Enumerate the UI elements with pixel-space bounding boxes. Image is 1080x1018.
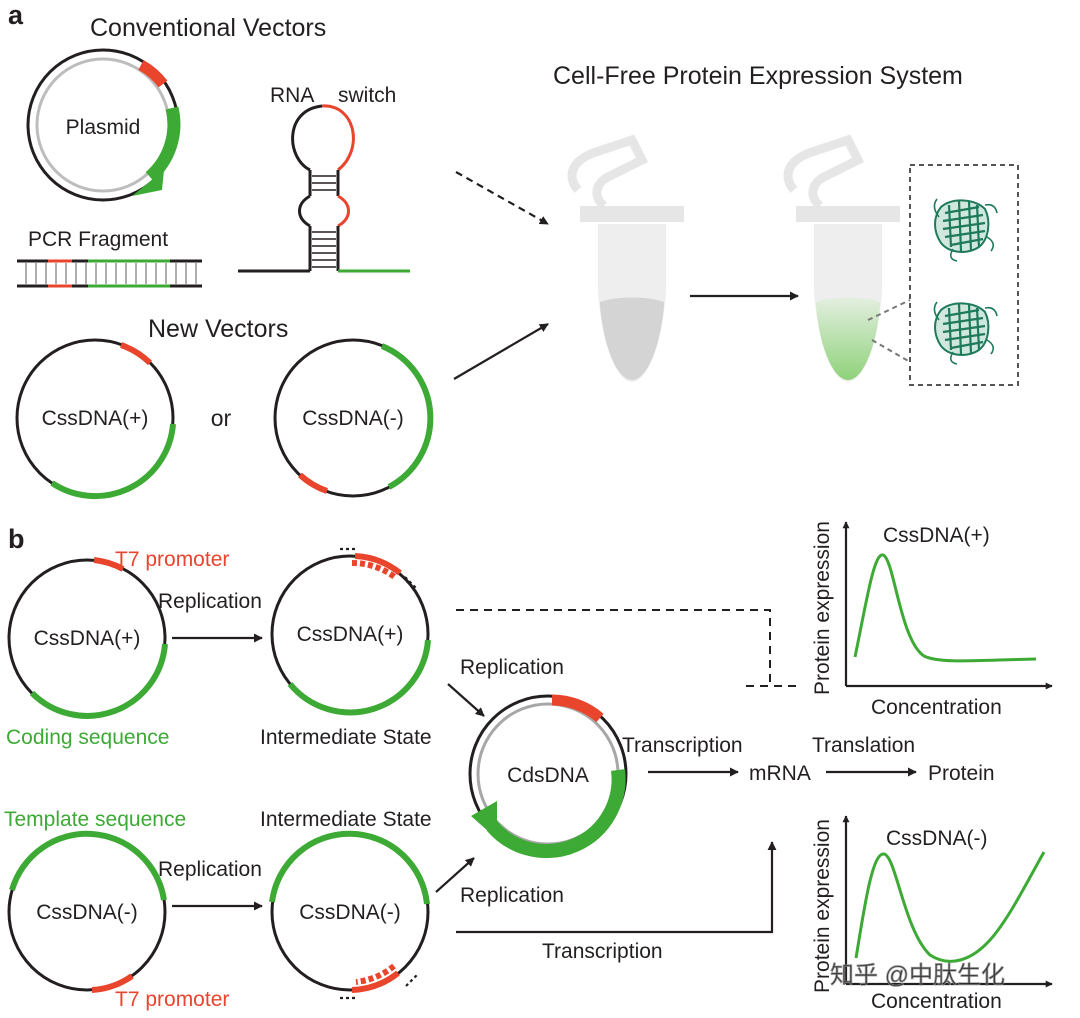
pcr-fragment-diagram [17, 259, 202, 288]
protein-label: Protein [928, 762, 995, 785]
cfps-title: Cell-Free Protein Expression System [553, 62, 963, 90]
protein-structure-top [933, 197, 999, 263]
dashed-connector-to-chart [456, 609, 798, 687]
rna-label: RNA [270, 84, 314, 107]
new-vectors-input-arrow [453, 323, 549, 380]
cssdna-minus-circle-1: CssDNA(-) [7, 830, 167, 993]
new-vectors-title: New Vectors [148, 315, 288, 343]
replication-bottom-left-label: Replication [158, 858, 262, 881]
chart-2-curve [854, 851, 1046, 963]
protein-zoom-box [909, 164, 1019, 386]
tube-empty [567, 134, 684, 382]
coding-sequence-label: Coding sequence [6, 726, 169, 749]
chart-1-curve [853, 553, 1037, 663]
watermark: 知乎 @中肽生化 [830, 962, 1005, 989]
cssdna-minus-vector: CssDNA(-) [273, 338, 434, 498]
or-label: or [211, 405, 232, 431]
chart-1-title: CssDNA(+) [883, 524, 990, 547]
chart-2-ylabel: Protein expression [811, 819, 834, 993]
cssdna-plus-1-label: CssDNA(+) [34, 627, 141, 650]
cssdna-minus-2-label: CssDNA(-) [299, 901, 400, 924]
dashed-input-arrow [455, 171, 549, 225]
replication-mid-bottom-label: Replication [460, 884, 564, 907]
panel-b-label: b [8, 524, 25, 554]
plasmid-diagram: Plasmid [26, 48, 181, 202]
cssdna-minus-circle-2: CssDNA(-) [269, 830, 430, 1000]
zoom-line-bottom [871, 339, 911, 363]
cssdna-plus-2-label: CssDNA(+) [297, 623, 404, 646]
t7-promoter-top-label: T7 promoter [115, 548, 229, 571]
chart-cssdna-plus: CssDNA(+) Concentration Protein expressi… [811, 521, 1053, 719]
cssdna-plus-vector: CssDNA(+) [15, 338, 176, 499]
panel-a-label: a [8, 0, 24, 30]
template-sequence-label: Template sequence [4, 808, 186, 831]
cdsdna-circle: CdsDNA [468, 694, 628, 859]
cssdna-plus-circle-2: CssDNA(+) [270, 547, 431, 716]
chart-2-xlabel: Concentration [871, 990, 1002, 1013]
transcription-bottom-label: Transcription [542, 940, 663, 963]
replication-mid-bottom-arrow [435, 857, 475, 893]
cssdna-plus-circle-1: CssDNA(+) [7, 557, 168, 719]
intermediate-state-top-label: Intermediate State [260, 726, 432, 749]
transcription-bottom-arrow [456, 841, 777, 934]
replication-mid-top-label: Replication [460, 656, 564, 679]
chart-cssdna-minus: CssDNA(-) Concentration Protein expressi… [811, 815, 1053, 1013]
cdsdna-label: CdsDNA [507, 764, 589, 787]
replication-top-label: Replication [158, 590, 262, 613]
zoom-line-top [867, 299, 911, 321]
cssdna-minus-1-label: CssDNA(-) [36, 901, 137, 924]
plasmid-label: Plasmid [66, 116, 141, 139]
switch-label: switch [338, 84, 396, 107]
translation-label: Translation [812, 734, 915, 757]
chart-2-title: CssDNA(-) [886, 827, 987, 850]
cssdna-plus-label: CssDNA(+) [42, 407, 149, 430]
transcription-mid-label: Transcription [622, 734, 743, 757]
cssdna-minus-label: CssDNA(-) [302, 407, 403, 430]
tube-expressed [783, 134, 900, 382]
pcr-fragment-label: PCR Fragment [28, 228, 168, 251]
protein-structure-bottom [933, 300, 999, 366]
mrna-label: mRNA [749, 762, 811, 785]
conventional-vectors-title: Conventional Vectors [90, 14, 326, 42]
rna-switch-diagram [238, 104, 410, 273]
chart-1-xlabel: Concentration [871, 696, 1002, 719]
t7-promoter-bottom-label: T7 promoter [115, 988, 229, 1011]
chart-1-ylabel: Protein expression [811, 521, 834, 695]
intermediate-state-bottom-label: Intermediate State [260, 808, 432, 831]
replication-mid-top-arrow [447, 683, 485, 717]
